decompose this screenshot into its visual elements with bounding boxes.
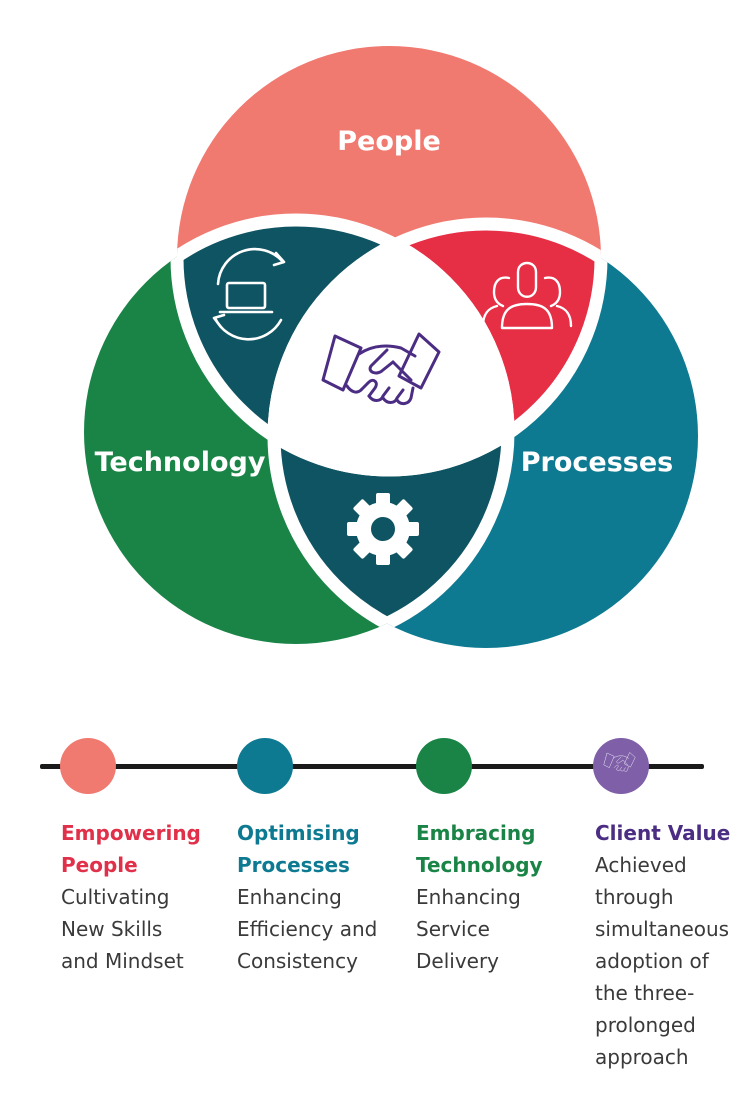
processes-dot [237,738,293,794]
column-description-line: adoption of [595,949,709,973]
optimising-processes-column: Optimising Processes Enhancing Efficienc… [237,817,387,977]
column-description-line: Enhancing [416,885,521,909]
column-title-line: Processes [237,853,350,877]
column-description-line: Enhancing [237,885,342,909]
column-title-line: Empowering [61,821,201,845]
client-value-dot [593,738,649,794]
column-description-line: Achieved [595,853,687,877]
technology-dot [416,738,472,794]
column-description-line: approach [595,1045,689,1069]
column-description-line: the three- [595,981,695,1005]
processes-label: Processes [521,447,674,478]
column-description-line: Delivery [416,949,500,973]
handshake-icon [603,752,636,772]
center-overlap [274,224,508,470]
embracing-technology-column: Embracing Technology Enhancing Service D… [416,817,556,977]
client-value-column: Client Value Achieved through simultaneo… [595,817,735,1073]
column-description-line: and Mindset [61,949,184,973]
timeline: Empowering People Cultivating New Skills… [0,730,756,1110]
column-description-line: Efficiency and [237,917,378,941]
column-title-line: Optimising [237,821,360,845]
laptop-refresh-icon [212,247,286,341]
column-description-line: simultaneous [595,917,730,941]
empowering-people-column: Empowering People Cultivating New Skills… [61,817,211,977]
column-description-line: New Skills [61,917,163,941]
column-title-line: Client Value [595,821,731,845]
column-title-line: Embracing [416,821,536,845]
column-description-line: Service [416,917,490,941]
venn-diagram: People Technology Processes [84,46,698,648]
handshake-icon [321,332,441,406]
timeline-track [40,764,704,769]
technology-label: Technology [95,447,266,478]
column-description-line: prolonged [595,1013,696,1037]
column-title-line: People [61,853,138,877]
column-description-line: through [595,885,674,909]
column-description-line: Consistency [237,949,358,973]
gear-icon [347,493,419,565]
people-label: People [337,126,441,157]
team-icon [481,261,573,330]
column-title-line: Technology [416,853,543,877]
column-description-line: Cultivating [61,885,170,909]
people-dot [60,738,116,794]
